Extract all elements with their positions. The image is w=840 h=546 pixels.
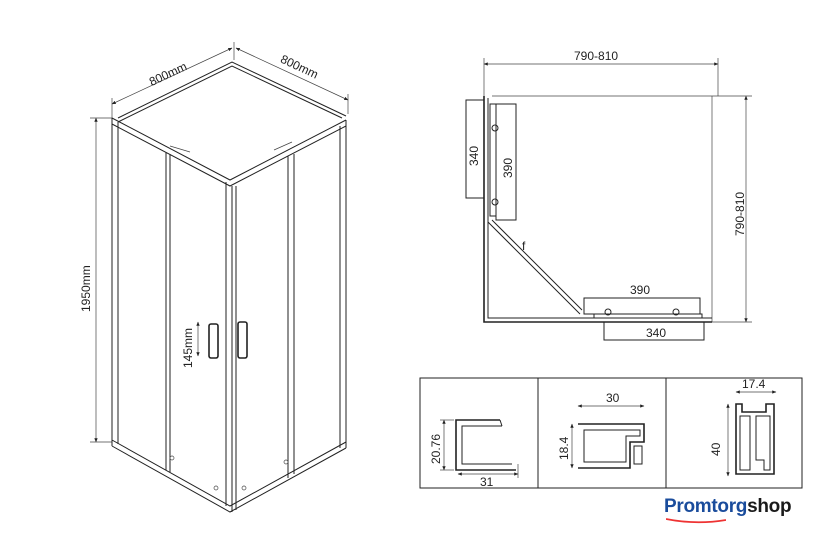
profile-sections: 20.76 31 30 18.4 17.4 40 xyxy=(419,377,803,489)
left-door-handle xyxy=(208,323,219,359)
left-inner-panel-label: 390 xyxy=(501,158,515,178)
corner-diagonal xyxy=(487,221,581,315)
profile-3-width-label: 17.4 xyxy=(742,377,766,391)
width-left-dimension-line xyxy=(111,47,233,105)
profiles-frame xyxy=(419,377,803,489)
plan-outline xyxy=(483,96,712,323)
left-outer-panel xyxy=(465,99,485,199)
handle-height-label: 145mm xyxy=(181,328,195,368)
corner-marker: f xyxy=(522,239,526,253)
right-door-handle xyxy=(237,321,248,359)
brand-logo-part1: Promtorg xyxy=(664,496,748,517)
bottom-outer-panel xyxy=(603,321,705,341)
width-left-label: 800mm xyxy=(147,59,189,89)
height-label: 1950mm xyxy=(79,265,93,312)
profile-1-height-label: 20.76 xyxy=(429,434,443,464)
bottom-outer-panel-label: 340 xyxy=(646,326,666,340)
profile-2-height-label: 18.4 xyxy=(557,436,571,460)
perspective-view: 800mm 800mm 1950mm 145mm xyxy=(79,42,349,513)
left-outer-panel-label: 340 xyxy=(467,146,481,166)
plan-view: 790-810 790-810 f 340 390 390 340 xyxy=(465,49,752,341)
top-frame xyxy=(111,117,347,181)
bottom-frame xyxy=(111,439,347,507)
profile-3: 17.4 40 xyxy=(709,377,777,477)
profile-3-height-label: 40 xyxy=(709,442,723,456)
profile-2-width-label: 30 xyxy=(606,391,620,405)
brand-logo: Promtorgshop xyxy=(664,496,792,518)
bottom-inner-panel xyxy=(583,297,701,315)
brand-logo-underline xyxy=(666,518,726,524)
brand-logo-part2: shop xyxy=(747,496,792,517)
profile-2: 30 18.4 xyxy=(557,391,645,469)
profile-2-shape xyxy=(578,423,645,469)
width-right-dimension-line xyxy=(235,47,349,101)
right-depth-label: 790-810 xyxy=(733,192,747,236)
profile-1: 20.76 31 xyxy=(429,419,519,489)
left-inner-panel xyxy=(495,103,517,221)
profile-3-shape xyxy=(735,403,775,475)
bottom-inner-panel-label: 390 xyxy=(630,283,650,297)
top-width-label: 790-810 xyxy=(574,49,618,63)
profile-1-width-label: 31 xyxy=(480,475,494,489)
profile-1-shape xyxy=(455,419,516,471)
